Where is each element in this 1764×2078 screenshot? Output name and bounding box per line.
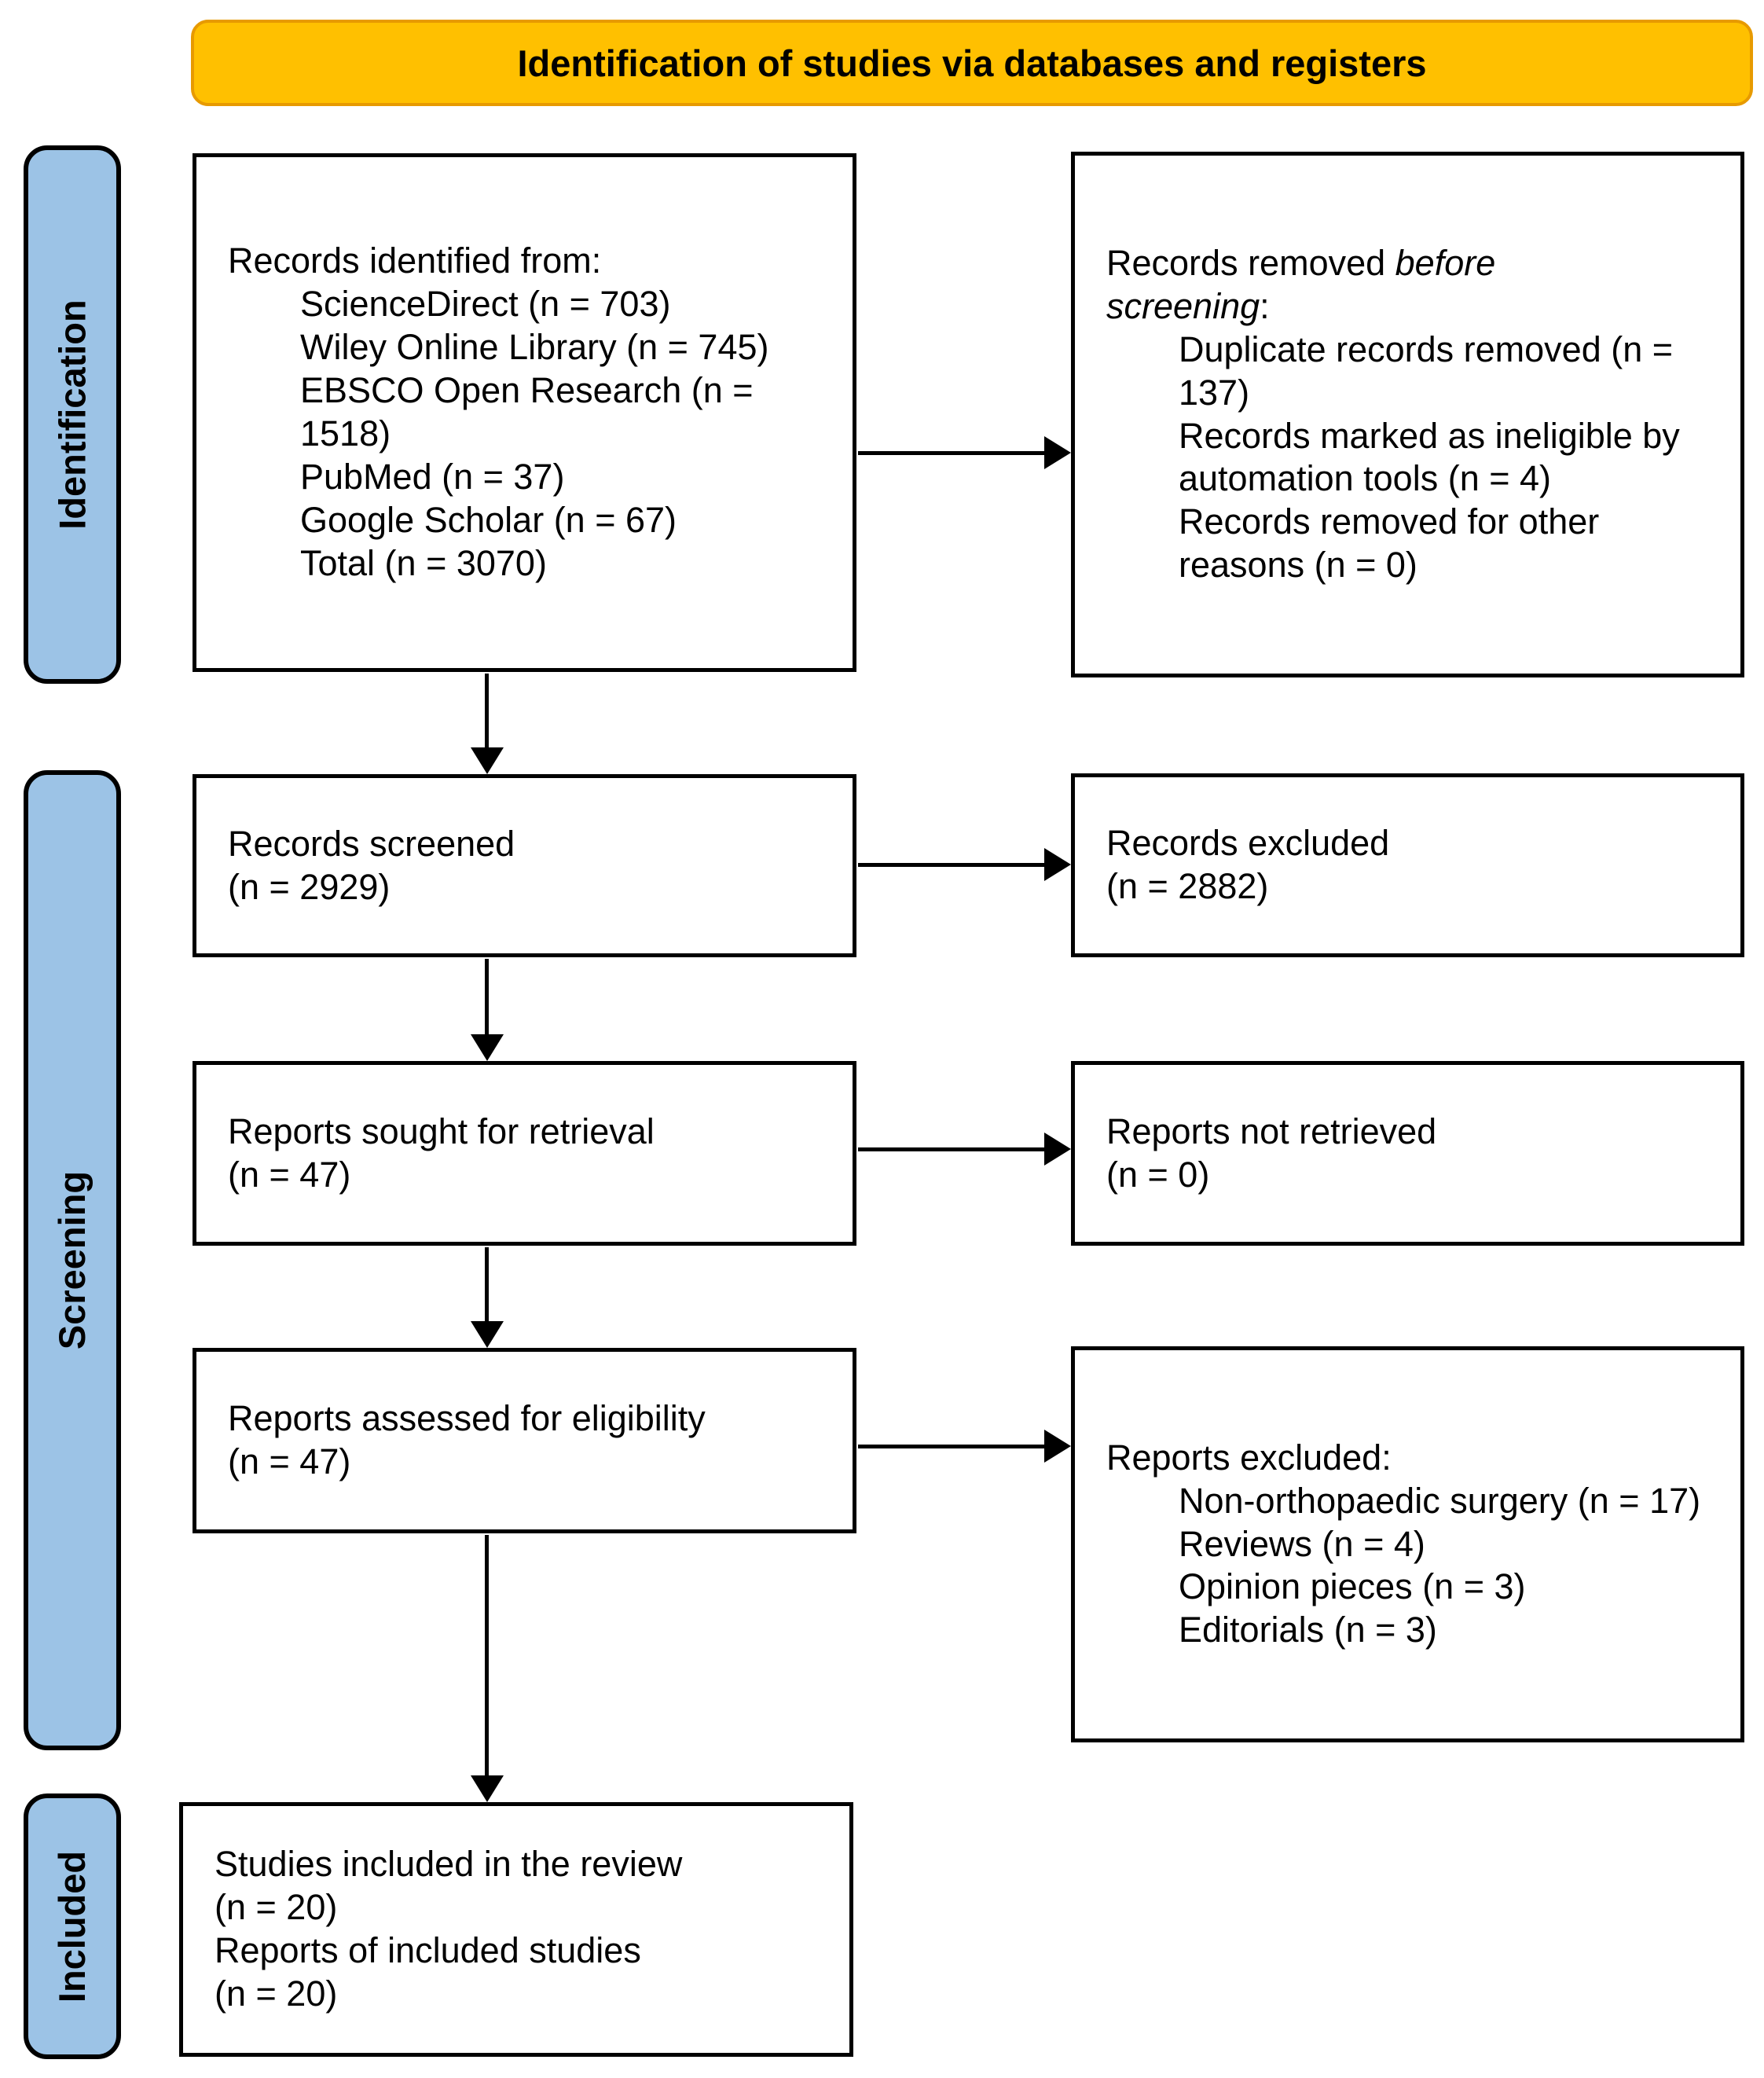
arrow-sought-to-notretrieved-head (1044, 1133, 1071, 1166)
records-identified-items: ScienceDirect (n = 703)Wiley Online Libr… (228, 283, 833, 585)
text-line: (n = 2929) (228, 866, 391, 907)
stage-screening-text: Screening (51, 1170, 94, 1350)
box-records-identified: Records identified from: ScienceDirect (… (193, 153, 856, 672)
text-line: Total (n = 3070) (300, 542, 547, 583)
text-line: (n = 20) (215, 1973, 338, 2014)
arrow-assessed-to-reportsexcluded-head (1044, 1430, 1071, 1463)
box-studies-included: Studies included in the review(n = 20)Re… (179, 1802, 853, 2057)
text-line: Google Scholar (n = 67) (300, 499, 677, 540)
records-removed-items: Duplicate records removed (n = 137)Recor… (1106, 329, 1721, 587)
text-line: Reports assessed for eligibility (228, 1398, 706, 1439)
arrow-screened-to-sought-line (485, 959, 489, 1036)
box-reports-assessed: Reports assessed for eligibility(n = 47) (193, 1348, 856, 1533)
arrow-screened-to-sought-head (471, 1034, 504, 1061)
text-line: Reports sought for retrieval (228, 1111, 655, 1151)
box-reports-not-retrieved: Reports not retrieved(n = 0) (1071, 1061, 1744, 1246)
stage-label-identification: Identification (24, 145, 121, 684)
text-line: Reports of included studies (215, 1930, 641, 1970)
text-line: Duplicate records removed (n = 137) (1179, 329, 1674, 413)
banner-title: Identification of studies via databases … (517, 42, 1427, 84)
reports-excluded-title: Reports excluded: (1106, 1437, 1392, 1478)
stage-identification-text: Identification (51, 299, 94, 530)
arrow-assessed-to-reportsexcluded-line (858, 1445, 1045, 1448)
stage-label-screening: Screening (24, 770, 121, 1750)
arrow-assessed-to-included-head (471, 1775, 504, 1802)
text-line: (n = 2882) (1106, 866, 1269, 906)
arrow-identified-to-removed-head (1044, 436, 1071, 469)
text-line: EBSCO Open Research (n = 1518) (300, 370, 754, 453)
text-line: PubMed (n = 37) (300, 456, 565, 497)
text-line: Editorials (n = 3) (1179, 1610, 1437, 1650)
text-line: Wiley Online Library (n = 745) (300, 327, 769, 368)
records-removed-title-normal: Records removed (1106, 242, 1395, 283)
arrow-assessed-to-included-line (485, 1535, 489, 1777)
arrow-sought-to-assessed-line (485, 1247, 489, 1323)
box-reports-excluded: Reports excluded: Non-orthopaedic surger… (1071, 1346, 1744, 1742)
records-removed-title-italic-1: before (1395, 242, 1496, 283)
records-removed-title-colon: : (1260, 285, 1270, 326)
stage-included-text: Included (51, 1850, 94, 2003)
stage-label-included: Included (24, 1793, 121, 2059)
text-line: Studies included in the review (215, 1844, 683, 1885)
reports-excluded-items: Non-orthopaedic surgery (n = 17)Reviews … (1106, 1480, 1721, 1653)
banner-identification-via-databases: Identification of studies via databases … (191, 20, 1753, 106)
text-line: Non-orthopaedic surgery (n = 17) (1179, 1480, 1701, 1521)
text-line: Records removed for other reasons (n = 0… (1179, 501, 1600, 586)
text-line: (n = 20) (215, 1887, 338, 1928)
box-records-screened: Records screened(n = 2929) (193, 774, 856, 957)
text-line: Opinion pieces (n = 3) (1179, 1566, 1526, 1607)
box-records-removed-before-screening: Records removed before screening: Duplic… (1071, 152, 1744, 677)
text-line: Records screened (228, 823, 515, 864)
box-reports-sought: Reports sought for retrieval(n = 47) (193, 1061, 856, 1246)
text-line: Records marked as ineligible by automati… (1179, 415, 1680, 499)
text-line: (n = 47) (228, 1154, 351, 1195)
text-line: Records excluded (1106, 823, 1390, 864)
arrow-sought-to-notretrieved-line (858, 1147, 1045, 1151)
arrow-identified-to-screened-head (471, 747, 504, 774)
records-identified-title: Records identified from: (228, 240, 602, 281)
arrow-screened-to-excluded-head (1044, 848, 1071, 881)
arrow-sought-to-assessed-head (471, 1321, 504, 1348)
arrow-identified-to-removed-line (858, 451, 1045, 455)
text-line: Reports not retrieved (1106, 1111, 1437, 1151)
records-removed-title: Records removed before screening: (1106, 242, 1721, 329)
box-records-excluded: Records excluded(n = 2882) (1071, 773, 1744, 957)
text-line: (n = 47) (228, 1441, 351, 1481)
arrow-screened-to-excluded-line (858, 863, 1045, 867)
text-line: Reviews (n = 4) (1179, 1523, 1425, 1564)
records-removed-title-italic-2: screening (1106, 285, 1260, 326)
text-line: ScienceDirect (n = 703) (300, 284, 671, 325)
text-line: (n = 0) (1106, 1154, 1210, 1195)
arrow-identified-to-screened-line (485, 674, 489, 749)
